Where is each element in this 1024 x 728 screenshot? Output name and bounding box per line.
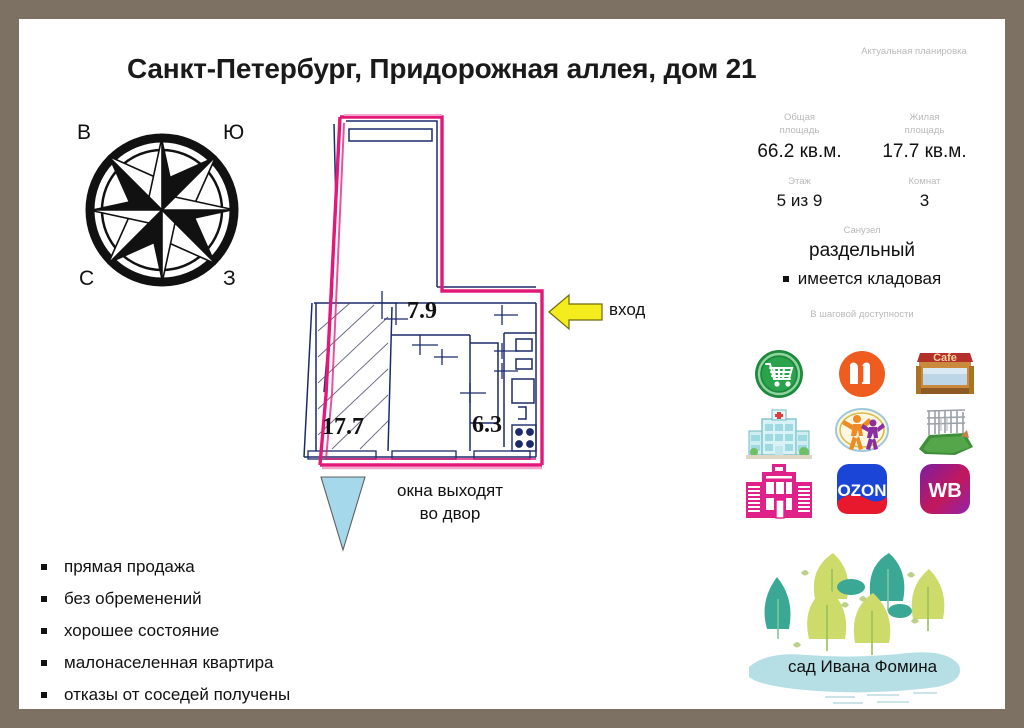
amenities-grid: Cafe xyxy=(737,347,987,523)
school-icon xyxy=(745,464,812,519)
compass-icon xyxy=(85,133,239,287)
svg-text:Cafe: Cafe xyxy=(933,352,957,364)
playground-icon xyxy=(919,409,974,455)
fitness-icon xyxy=(834,408,889,452)
compass-label-east: З xyxy=(223,267,236,290)
entrance-marker: вход xyxy=(547,291,687,333)
floor-plan-drawing xyxy=(303,114,544,470)
list-item: прямая продажа xyxy=(41,557,421,577)
compass-label-north: С xyxy=(79,267,95,290)
feature-list: прямая продажа без обременений хорошее с… xyxy=(41,557,421,717)
metro-icon xyxy=(838,351,885,397)
wildberries-icon: WB xyxy=(920,464,971,514)
room-area-living: 17.7 xyxy=(322,414,364,440)
stat-bathroom-caption: Санузел xyxy=(843,225,881,236)
list-item: хорошее состояние xyxy=(41,621,421,641)
stat-floor: Этаж 5 из 9 xyxy=(737,175,862,219)
amenity-metro xyxy=(827,348,897,403)
compass-label-south: Ю xyxy=(223,121,245,144)
stat-row-areas: Общая площадь 66.2 кв.м. Жилая площадь 1… xyxy=(737,111,987,173)
bullet-square-icon xyxy=(41,628,47,634)
stat-value: 3 xyxy=(919,191,930,210)
property-stats-panel: Общая площадь 66.2 кв.м. Жилая площадь 1… xyxy=(737,111,987,320)
amenity-fitness xyxy=(827,405,897,460)
hospital-icon xyxy=(745,409,812,459)
stat-row-floor-rooms: Этаж 5 из 9 Комнат 3 xyxy=(737,175,987,219)
feature-text: прямая продажа xyxy=(64,557,195,576)
room-area-hall: 7.9 xyxy=(407,298,437,324)
ozon-icon: OZON xyxy=(836,464,887,514)
stat-caption-line2: площадь xyxy=(904,125,945,136)
floor-plan: 7.9 17.7 6.3 xyxy=(274,107,574,477)
stat-value: 5 из 9 xyxy=(776,191,823,210)
amenity-school xyxy=(744,462,814,522)
arrow-left-icon xyxy=(548,293,603,331)
amenity-ozon: OZON xyxy=(827,462,897,522)
bullet-square-icon xyxy=(41,692,47,698)
stat-caption-line1: Общая xyxy=(783,112,816,123)
bullet-square-icon xyxy=(41,564,47,570)
stat-caption: Комнат xyxy=(908,176,941,187)
stat-caption: Жилая площадь xyxy=(862,111,987,137)
poster-canvas: Санкт-Петербург, Придорожная аллея, дом … xyxy=(19,19,1005,709)
storage-note: имеется кладовая xyxy=(737,269,987,289)
room-area-kitchen: 6.3 xyxy=(472,412,502,438)
amenity-supermarket xyxy=(744,348,814,403)
windows-direction-line2: во двор xyxy=(419,504,481,523)
stat-caption: Общая площадь xyxy=(737,111,862,137)
actual-plan-note: Актуальная планировка xyxy=(861,46,967,57)
park-trees-icon xyxy=(749,553,961,704)
stat-bathroom-value: раздельный xyxy=(809,240,915,261)
ozon-label: OZON xyxy=(837,481,886,500)
list-item: малонаселенная квартира xyxy=(41,653,421,673)
park-illustration: сад Ивана Фомина xyxy=(737,539,987,709)
triangle-down-icon xyxy=(320,476,366,552)
stat-caption: Этаж xyxy=(788,176,811,187)
windows-direction-text: окна выходят во двор xyxy=(375,479,525,525)
amenities-row-2 xyxy=(737,404,987,461)
stat-value: 17.7 кв.м. xyxy=(882,141,967,162)
amenity-hospital xyxy=(744,405,814,460)
amenity-wildberries: WB xyxy=(910,462,980,522)
park-name-label: сад Ивана Фомина xyxy=(787,657,938,676)
feature-text: отказы от соседей получены xyxy=(64,685,291,704)
stat-value: 66.2 кв.м. xyxy=(757,141,842,162)
wb-label: WB xyxy=(929,480,962,502)
compass-label-west: В xyxy=(77,121,92,144)
page-title: Санкт-Петербург, Придорожная аллея, дом … xyxy=(127,53,757,84)
amenities-row-1: Cafe xyxy=(737,347,987,404)
cafe-icon: Cafe xyxy=(916,352,975,394)
feature-text: без обременений xyxy=(64,589,202,608)
supermarket-icon xyxy=(754,350,803,398)
bullet-square-icon xyxy=(41,660,47,666)
list-item: без обременений xyxy=(41,589,421,609)
storage-text: имеется кладовая xyxy=(797,269,942,288)
feature-text: хорошее состояние xyxy=(64,621,220,640)
stat-rooms: Комнат 3 xyxy=(862,175,987,219)
amenities-caption: В шаговой доступности xyxy=(810,309,914,320)
entrance-label: вход xyxy=(609,300,646,319)
amenity-cafe: Cafe xyxy=(910,348,980,403)
amenities-row-3: OZON WB xyxy=(737,461,987,523)
stat-living-area: Жилая площадь 17.7 кв.м. xyxy=(862,111,987,173)
compass-rose: В Ю С З xyxy=(67,115,257,305)
stat-total-area: Общая площадь 66.2 кв.м. xyxy=(737,111,862,173)
feature-text: малонаселенная квартира xyxy=(64,653,274,672)
windows-direction-line1: окна выходят xyxy=(396,481,503,500)
windows-direction-marker: окна выходят во двор xyxy=(317,474,547,554)
stat-caption-line1: Жилая xyxy=(909,112,940,123)
stat-caption-line2: площадь xyxy=(779,125,820,136)
bullet-square-icon xyxy=(782,276,789,282)
list-item: отказы от соседей получены xyxy=(41,685,421,705)
bullet-square-icon xyxy=(41,596,47,602)
amenity-playground xyxy=(910,405,980,460)
